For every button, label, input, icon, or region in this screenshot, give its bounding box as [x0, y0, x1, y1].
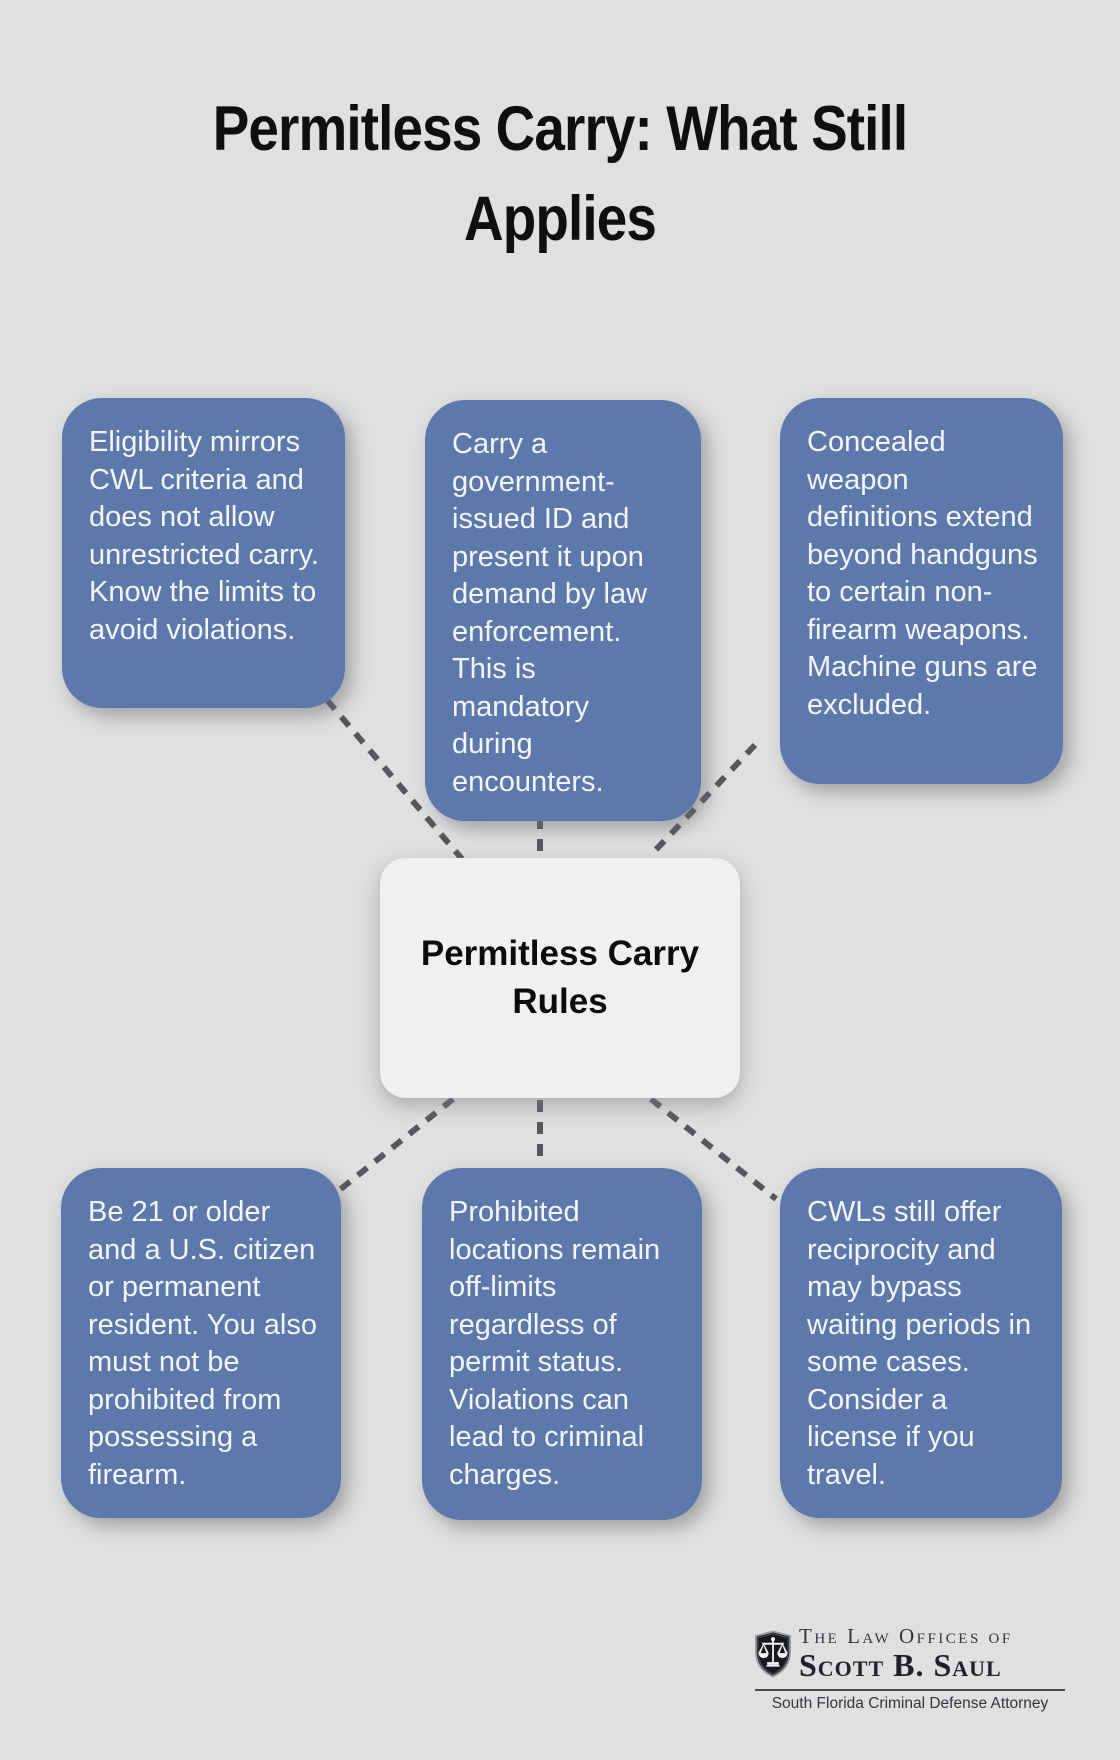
info-box-cwl-benefits: CWLs still offer reciprocity and may byp…	[780, 1168, 1062, 1518]
info-box-age-citizenship: Be 21 or older and a U.S. citizen or per…	[61, 1168, 341, 1518]
logo-tagline: South Florida Criminal Defense Attorney	[771, 1695, 1049, 1712]
info-box-prohibited-locations: Prohibited locations remain off-limits r…	[422, 1168, 702, 1520]
scales-of-justice-shield-icon	[755, 1630, 791, 1678]
info-box-id-carry: Carry a government-issued ID and present…	[425, 400, 701, 821]
page-title-line-1: Permitless Carry: What Still	[212, 94, 908, 164]
info-box-weapon-definitions-text: Concealed weapon definitions extend beyo…	[807, 426, 1038, 721]
logo-divider	[755, 1689, 1065, 1691]
info-box-weapon-definitions: Concealed weapon definitions extend beyo…	[780, 398, 1063, 784]
center-node-label: Permitless Carry Rules	[420, 934, 700, 1021]
info-box-age-citizenship-text: Be 21 or older and a U.S. citizen or per…	[88, 1196, 317, 1491]
info-box-eligibility: Eligibility mirrors CWL criteria and doe…	[62, 398, 345, 708]
center-node-permitless-carry-rules: Permitless Carry Rules	[380, 858, 740, 1098]
info-box-id-carry-text: Carry a government-issued ID and present…	[452, 428, 648, 798]
connector-bottom-left	[330, 1096, 455, 1199]
page-title-line-2: Applies	[464, 184, 657, 254]
logo-prefix: The Law Offices of	[799, 1624, 1013, 1648]
connector-top-right	[647, 742, 758, 859]
law-firm-logo: The Law Offices of Scott B. Saul South F…	[755, 1624, 1065, 1713]
connector-bottom-right	[649, 1096, 778, 1202]
info-box-prohibited-locations-text: Prohibited locations remain off-limits r…	[449, 1196, 661, 1491]
page-title: Permitless Carry: What Still Applies	[0, 84, 1120, 264]
logo-firm-name: Scott B. Saul	[799, 1647, 1002, 1683]
info-box-cwl-benefits-text: CWLs still offer reciprocity and may byp…	[807, 1196, 1032, 1491]
info-box-eligibility-text: Eligibility mirrors CWL criteria and doe…	[89, 426, 319, 646]
